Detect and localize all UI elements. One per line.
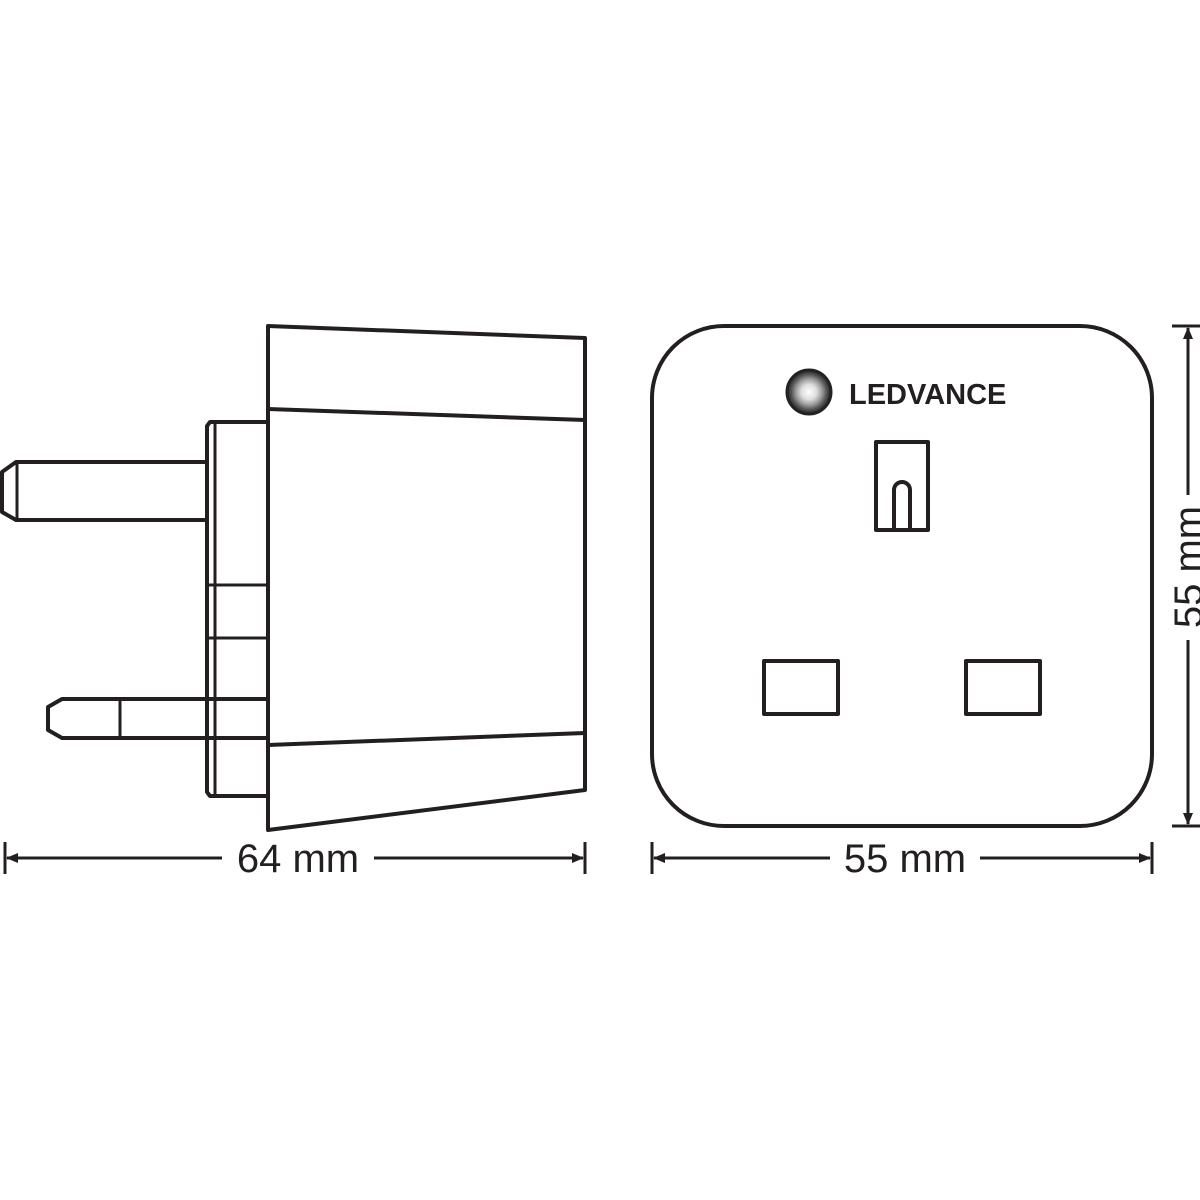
earth-slot	[874, 440, 930, 532]
front-width-label: 55 mm	[844, 837, 966, 881]
front-width-dimension: 55 mm	[650, 837, 1154, 881]
side-width-dimension: 64 mm	[3, 837, 587, 881]
body-top-band	[267, 407, 586, 422]
neutral-slot	[964, 659, 1042, 716]
socket-face	[650, 324, 1154, 828]
shutter-icon	[892, 480, 912, 528]
body-bottom-band	[267, 731, 586, 747]
brand-logo-text: LEDVANCE	[849, 379, 1006, 411]
side-view-plug	[0, 324, 587, 832]
side-width-label: 64 mm	[237, 837, 359, 881]
ledvance-logo-icon	[785, 368, 833, 416]
plug-flange	[205, 420, 268, 798]
live-slot	[762, 659, 840, 716]
front-height-label: 55 mm	[1167, 506, 1200, 628]
earth-pin	[0, 460, 207, 522]
flange-divider	[207, 583, 268, 640]
front-view-socket: LEDVANCE	[650, 324, 1154, 828]
power-pin	[46, 697, 268, 740]
plug-body	[266, 324, 587, 832]
front-height-dimension: 55 mm	[1167, 324, 1200, 828]
